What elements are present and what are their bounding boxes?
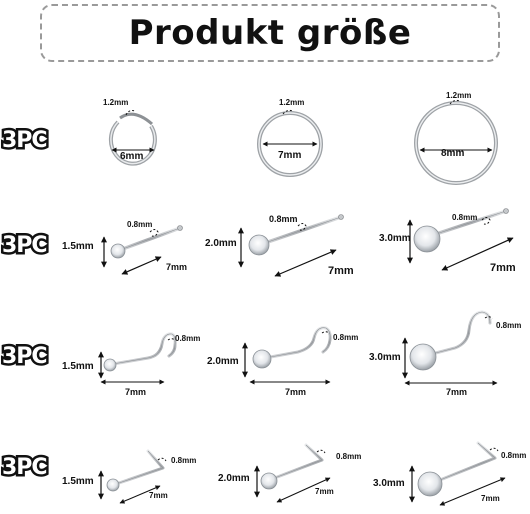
gem-size-label: 2.0mm bbox=[207, 356, 239, 367]
screw-stud-medium bbox=[242, 326, 332, 385]
quantity-badge: 3PC bbox=[0, 453, 50, 483]
stud-thickness-label: 0.8mm bbox=[269, 214, 298, 224]
title-frame: Produkt größe bbox=[40, 4, 500, 62]
stud-length-label: 7mm bbox=[125, 387, 146, 397]
quantity-badge: 3PC bbox=[0, 126, 50, 156]
stud-length-label: 7mm bbox=[490, 262, 516, 274]
hoop-diameter-label: 6mm bbox=[120, 151, 143, 162]
gem-size-label: 3.0mm bbox=[373, 478, 405, 489]
gem-size-label: 1.5mm bbox=[62, 361, 94, 372]
stud-thickness-label: 0.8mm bbox=[336, 452, 361, 461]
hoop-ring-medium bbox=[257, 109, 323, 177]
l-shape-stud-medium bbox=[254, 443, 331, 503]
straight-stud-large bbox=[407, 208, 514, 271]
screw-stud-large bbox=[402, 310, 498, 386]
hoop-thickness-label: 1.2mm bbox=[446, 91, 471, 100]
gem-size-label: 2.0mm bbox=[205, 238, 237, 249]
gem-size-label: 3.0mm bbox=[379, 233, 411, 244]
stud-thickness-label: 0.8mm bbox=[452, 213, 477, 222]
stud-thickness-label: 0.8mm bbox=[171, 456, 196, 465]
hoop-ring-large bbox=[414, 99, 498, 185]
straight-stud-small bbox=[101, 225, 183, 275]
stud-thickness-label: 0.8mm bbox=[333, 333, 358, 342]
gem-size-label: 1.5mm bbox=[62, 241, 94, 252]
hoop-thickness-label: 1.2mm bbox=[279, 98, 304, 107]
gem-size-label: 3.0mm bbox=[369, 352, 401, 363]
l-shape-stud-small bbox=[98, 449, 167, 504]
hoop-ring-small bbox=[108, 110, 157, 166]
straight-stud-medium bbox=[238, 214, 344, 277]
hoop-diameter-label: 7mm bbox=[278, 150, 301, 161]
stud-length-label: 7mm bbox=[481, 494, 500, 503]
stud-length-label: 7mm bbox=[285, 387, 306, 397]
gem-size-label: 2.0mm bbox=[218, 473, 250, 484]
stud-length-label: 7mm bbox=[315, 487, 334, 496]
screw-stud-small bbox=[98, 332, 177, 385]
stud-length-label: 7mm bbox=[149, 491, 168, 500]
stud-length-label: 7mm bbox=[446, 387, 467, 397]
l-shape-stud-large bbox=[409, 441, 506, 506]
hoop-thickness-label: 1.2mm bbox=[103, 98, 128, 107]
hoop-diameter-label: 8mm bbox=[441, 148, 464, 159]
stud-length-label: 7mm bbox=[166, 262, 187, 272]
stud-thickness-label: 0.8mm bbox=[496, 321, 521, 330]
quantity-badge: 3PC bbox=[0, 342, 50, 372]
stud-thickness-label: 0.8mm bbox=[501, 451, 526, 460]
stud-thickness-label: 0.8mm bbox=[175, 334, 200, 343]
stud-thickness-label: 0.8mm bbox=[127, 220, 152, 229]
page-title: Produkt größe bbox=[128, 13, 412, 53]
stud-length-label: 7mm bbox=[328, 265, 354, 277]
quantity-badge: 3PC bbox=[0, 231, 50, 261]
gem-size-label: 1.5mm bbox=[62, 476, 94, 487]
